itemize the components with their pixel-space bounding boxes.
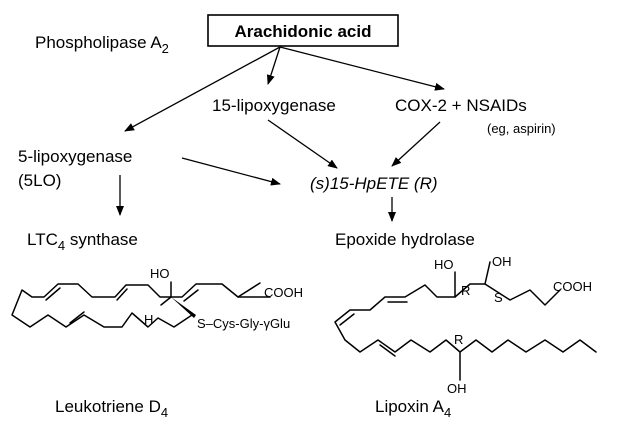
lxa4-r-label: R <box>461 283 470 298</box>
ltd4-wedge-bond <box>171 297 196 318</box>
lxa4-r2-label: R <box>454 332 463 347</box>
15-lipoxygenase-label: 15-lipoxygenase <box>212 96 336 115</box>
leukotriene-d4-name: Leukotriene D4 <box>55 397 168 420</box>
arrow-to-5-lipoxygenase <box>124 46 281 132</box>
ltd4-h-bond <box>160 296 172 306</box>
ltd4-double-bond-2 <box>116 288 128 301</box>
arachidonic-acid-box <box>207 14 399 47</box>
lxa4-s-label: S <box>494 290 503 305</box>
phospholipase-label: Phospholipase A2 <box>35 33 169 56</box>
hpete-label: (s)15-HpETE (R) <box>310 174 438 193</box>
arrow-5lox-to-hpete <box>181 157 281 186</box>
lipoxin-a4-structure: HO OH R S COOH R OH <box>334 254 597 396</box>
ltd4-ho-label: HO <box>150 266 170 281</box>
5lo-abbreviation-label: (5LO) <box>18 171 61 190</box>
ltd4-thioether-chain-label: S–Cys-Gly-γGlu <box>197 316 290 331</box>
lxa4-double-bond-3 <box>379 344 396 357</box>
lxa4-carbon-chain <box>334 283 597 353</box>
cox2-note-label: (eg, aspirin) <box>487 121 556 136</box>
ltd4-carbon-chain <box>11 283 271 328</box>
ltd4-double-bond-1 <box>183 289 199 302</box>
lxa4-double-bond-2 <box>339 313 355 326</box>
lxa4-oh-label: OH <box>492 254 512 269</box>
ltd4-acid-chain <box>237 282 261 298</box>
ltc4-synthase-label: LTC4 synthase <box>27 230 138 253</box>
ltd4-double-bond-3 <box>45 287 61 301</box>
5-lipoxygenase-label: 5-lipoxygenase <box>18 147 132 166</box>
epoxide-hydrolase-label: Epoxide hydrolase <box>335 230 475 249</box>
arachidonic-acid-label: Arachidonic acid <box>235 22 372 41</box>
lxa4-hydroxyl-bond-2 <box>484 261 491 285</box>
ltd4-h-label: H <box>144 312 153 327</box>
leukotriene-d4-structure: HO H COOH S–Cys-Gly-γGlu <box>11 266 303 331</box>
lipoxin-a4-name: Lipoxin A4 <box>375 397 451 420</box>
lxa4-ho-label: HO <box>434 257 454 272</box>
arrow-cox2-to-hpete <box>391 121 441 167</box>
arrow-to-cox2 <box>279 46 445 91</box>
lxa4-cooh-label: COOH <box>553 279 592 294</box>
arrow-to-15-lipoxygenase <box>266 46 281 85</box>
ltd4-double-bond-4 <box>69 311 85 324</box>
arrow-15lox-to-hpete <box>267 119 338 169</box>
cox2-nsaids-label: COX-2 + NSAIDs <box>395 96 527 115</box>
lxa4-oh2-label: OH <box>447 381 467 396</box>
ltd4-cooh-label: COOH <box>264 285 303 300</box>
